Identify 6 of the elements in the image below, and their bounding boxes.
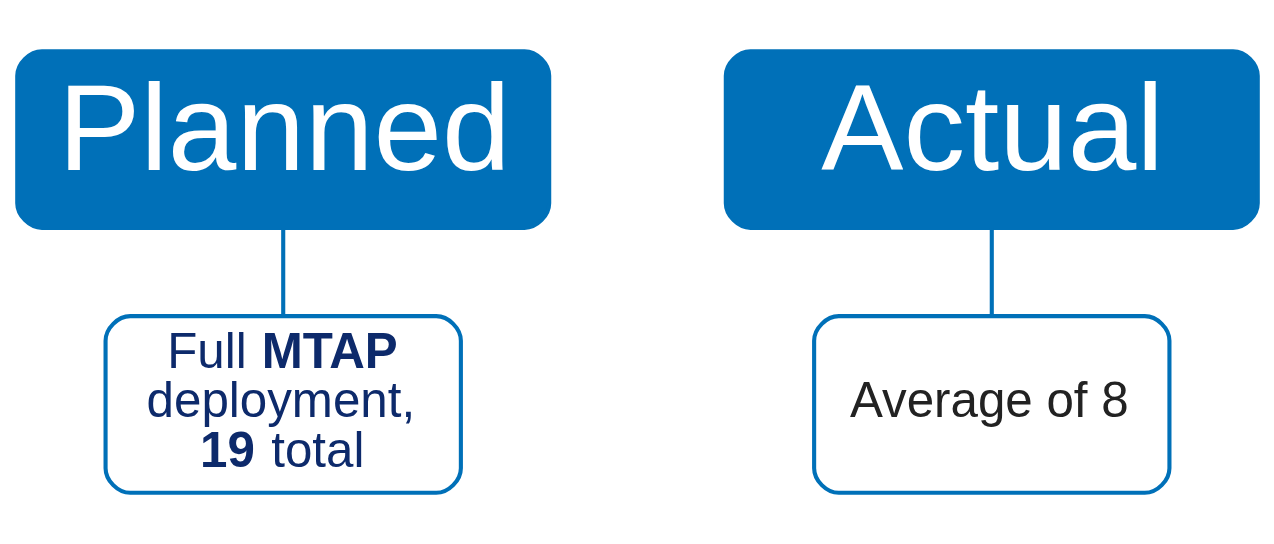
node-box: Planned [14,49,551,230]
node-box: Average of 8 [811,314,1171,495]
node-box: Actual [723,49,1260,230]
node-box: Full MTAP deployment, 19 total [103,314,463,495]
connector [989,228,994,316]
connector [280,228,285,316]
